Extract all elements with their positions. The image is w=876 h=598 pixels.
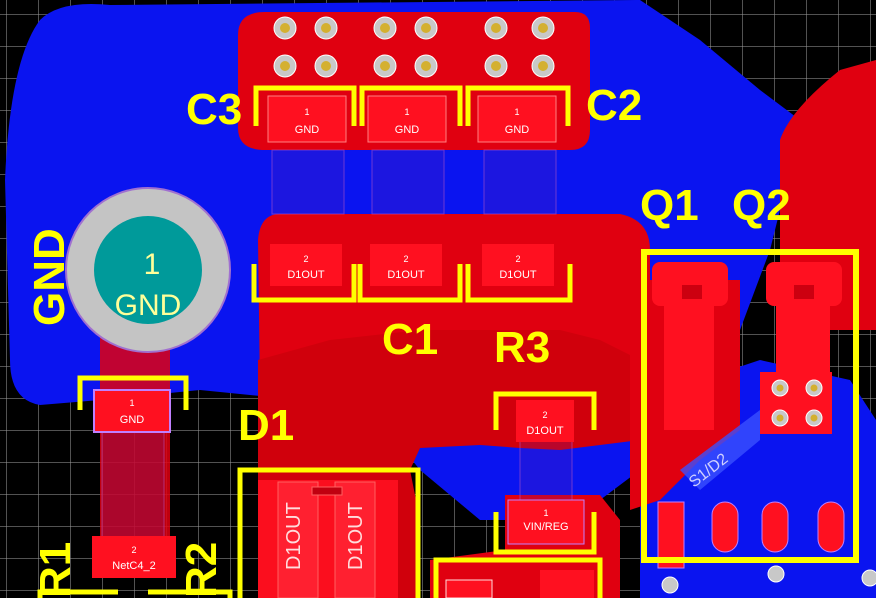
trace-hatch-group bbox=[101, 149, 573, 541]
cap-pads-gnd: 1 GND 1 GND 1 GND bbox=[267, 95, 557, 143]
mounting-hole-net: GND bbox=[115, 289, 182, 322]
silk-c2: C2 bbox=[586, 81, 642, 130]
silk-gnd: GND bbox=[25, 228, 74, 326]
silk-r3: R3 bbox=[494, 323, 550, 372]
pad-c2-1-net: GND bbox=[505, 124, 530, 136]
bottom-component-partial bbox=[433, 557, 603, 598]
pad-c2-2-num: 2 bbox=[515, 254, 520, 264]
pad-c3-2-net: D1OUT bbox=[287, 269, 325, 281]
netc4-pad-num: 2 bbox=[131, 545, 136, 555]
gnd-pad-net: GND bbox=[120, 414, 145, 426]
q1-q2-component: S1/D2 bbox=[641, 249, 876, 594]
mounting-hole-pin: 1 bbox=[144, 248, 161, 281]
mounting-hole-gnd[interactable]: 1 GND bbox=[65, 187, 231, 353]
d1-left-net: D1OUT bbox=[283, 502, 305, 570]
pad-cmid-2-num: 2 bbox=[403, 254, 408, 264]
r3-pad2-net: D1OUT bbox=[526, 425, 564, 437]
pad-c2-2-net: D1OUT bbox=[499, 269, 537, 281]
cap-silk-outlines bbox=[251, 85, 573, 303]
r3-pad1-net: VIN/REG bbox=[523, 521, 568, 533]
r3-pads: 2 D1OUT 1 VIN/REG bbox=[493, 391, 597, 555]
pad-cmid-1-num: 1 bbox=[404, 107, 409, 117]
pad-c3-1-num: 1 bbox=[304, 107, 309, 117]
pad-c3-1-net: GND bbox=[295, 124, 320, 136]
via-array-top bbox=[273, 16, 555, 78]
silk-c3: C3 bbox=[186, 85, 242, 134]
silk-d1: D1 bbox=[238, 401, 294, 450]
pad-c3-2-num: 2 bbox=[303, 254, 308, 264]
cap-pads-d1out: 2 D1OUT 2 D1OUT 2 D1OUT bbox=[270, 244, 554, 286]
netc4-pad: 2 NetC4_2 bbox=[37, 536, 233, 598]
gnd-pad-num: 1 bbox=[129, 398, 134, 408]
silk-c1: C1 bbox=[382, 315, 438, 364]
silk-q2: Q2 bbox=[732, 181, 791, 230]
pad-c2-1-num: 1 bbox=[514, 107, 519, 117]
d1-right-net: D1OUT bbox=[345, 502, 367, 570]
gnd-pad: 1 GND bbox=[77, 375, 189, 433]
netc4-pad-net: NetC4_2 bbox=[112, 560, 155, 572]
pad-cmid-1-net: GND bbox=[395, 124, 420, 136]
pad-cmid-2-net: D1OUT bbox=[387, 269, 425, 281]
r3-pad1-num: 1 bbox=[543, 508, 548, 518]
silk-r2: R2 bbox=[177, 542, 226, 598]
top-copper-netc4-trace bbox=[100, 330, 170, 560]
silk-q1: Q1 bbox=[640, 181, 699, 230]
silk-r1: R1 bbox=[31, 542, 80, 598]
r3-pad2-num: 2 bbox=[542, 410, 547, 420]
d1-component: D1OUT D1OUT bbox=[237, 467, 421, 598]
